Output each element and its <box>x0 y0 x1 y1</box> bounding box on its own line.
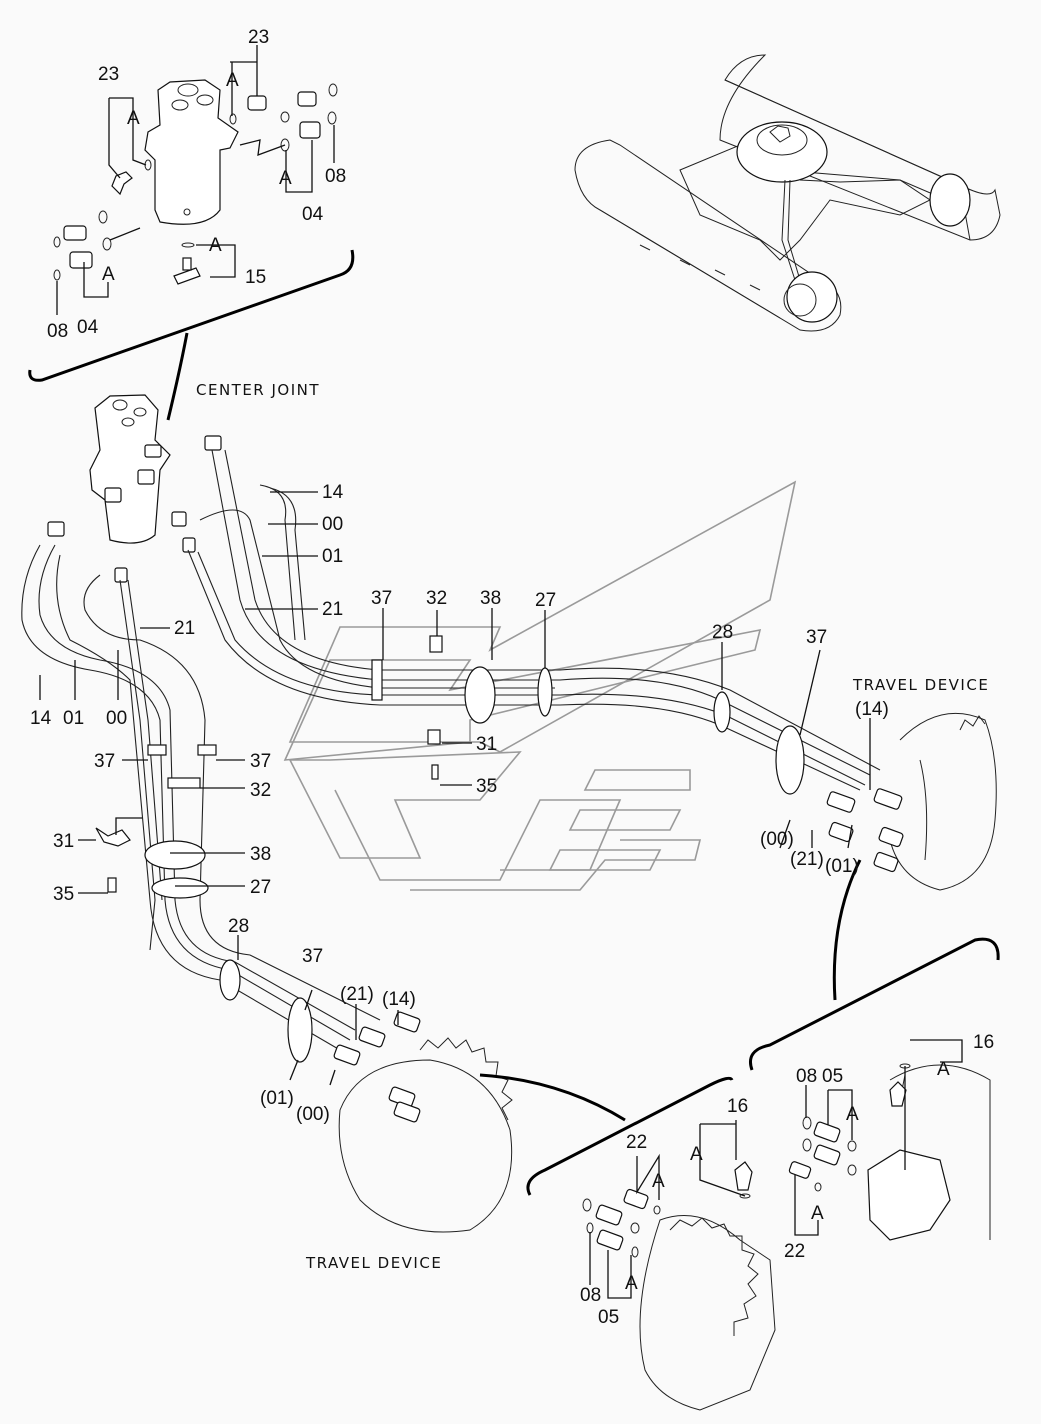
caption-center-joint: CENTER JOINT <box>196 381 320 399</box>
callout-31: 31 <box>476 734 497 755</box>
callout-22: 22 <box>784 1241 805 1262</box>
callout-15: 15 <box>245 267 266 288</box>
callout-a: A <box>625 1273 638 1294</box>
caption-travel-device: TRAVEL DEVICE <box>852 676 989 694</box>
callout-01-paren: (01) <box>260 1088 294 1109</box>
callout-31: 31 <box>53 831 74 852</box>
callout-a: A <box>846 1104 859 1125</box>
callout-01: 01 <box>63 708 84 729</box>
callout-37: 37 <box>250 751 271 772</box>
callout-37: 37 <box>371 588 392 609</box>
callout-35: 35 <box>476 776 497 797</box>
callout-32: 32 <box>250 780 271 801</box>
callout-16: 16 <box>973 1032 994 1053</box>
callout-22: 22 <box>626 1132 647 1153</box>
callout-23: 23 <box>248 27 269 48</box>
callout-00: 00 <box>106 708 127 729</box>
callout-05: 05 <box>822 1066 843 1087</box>
callout-28: 28 <box>712 622 733 643</box>
callout-35: 35 <box>53 884 74 905</box>
callout-21: 21 <box>322 599 343 620</box>
callout-a: A <box>279 168 292 189</box>
callout-08: 08 <box>47 321 68 342</box>
callout-27: 27 <box>250 877 271 898</box>
hose-assembly: 14 00 01 21 21 14 01 00 37 32 38 27 31 3… <box>21 394 997 1272</box>
callout-14-paren: (14) <box>382 989 416 1010</box>
center-joint-detail: 23 23 A A A A A 08 04 08 04 15 CENTER JO… <box>28 27 355 421</box>
callout-04: 04 <box>77 317 99 338</box>
callout-37: 37 <box>806 627 827 648</box>
callout-23: 23 <box>98 64 119 85</box>
callout-08: 08 <box>580 1285 601 1306</box>
callout-a: A <box>127 108 140 129</box>
callout-04: 04 <box>302 204 324 225</box>
callout-a: A <box>652 1171 665 1192</box>
callout-a: A <box>811 1203 824 1224</box>
callout-00-paren: (00) <box>296 1104 330 1125</box>
callout-16: 16 <box>727 1096 748 1117</box>
callout-21-paren: (21) <box>340 984 374 1005</box>
callout-01: 01 <box>322 546 343 567</box>
callout-27: 27 <box>535 590 556 611</box>
callout-a: A <box>102 264 115 285</box>
travel-motor-detail-right: 16 A 08 05 A A 22 <box>749 937 1000 1262</box>
travel-motor-detail-left: 16 A 22 A 08 A 05 <box>526 1076 776 1411</box>
callout-37: 37 <box>94 751 115 772</box>
callout-a: A <box>937 1059 950 1080</box>
callout-a: A <box>226 70 239 91</box>
callout-32: 32 <box>426 588 447 609</box>
undercarriage-overview <box>574 54 1001 332</box>
callout-37: 37 <box>302 946 323 967</box>
callout-14-paren: (14) <box>855 699 889 720</box>
callout-21: 21 <box>174 618 195 639</box>
callout-a: A <box>209 235 222 256</box>
callout-38: 38 <box>250 844 271 865</box>
callout-38: 38 <box>480 588 501 609</box>
callout-14: 14 <box>322 482 344 503</box>
callout-08: 08 <box>796 1066 817 1087</box>
callout-05: 05 <box>598 1307 619 1328</box>
callout-21-paren: (21) <box>790 849 824 870</box>
callout-14: 14 <box>30 708 52 729</box>
callout-28: 28 <box>228 916 249 937</box>
callout-01-paren: (01) <box>825 856 859 877</box>
callout-00-paren: (00) <box>760 829 794 850</box>
callout-a: A <box>690 1144 703 1165</box>
callout-00: 00 <box>322 514 343 535</box>
callout-08: 08 <box>325 166 346 187</box>
caption-travel-device: TRAVEL DEVICE <box>305 1254 442 1272</box>
